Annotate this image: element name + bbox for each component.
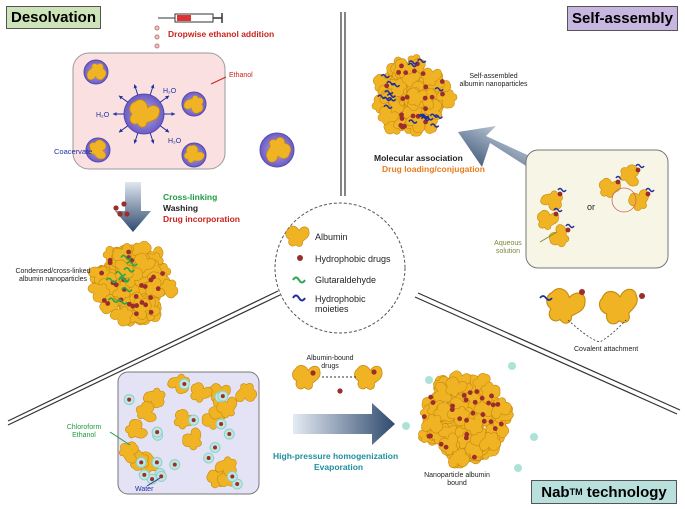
albumin-bound-line-1: Albumin-bound [306, 355, 354, 362]
label-dropwise: Dropwise ethanol addition [168, 29, 275, 39]
nab-process-arrow [293, 403, 395, 445]
title-nab-sup: TM [569, 487, 583, 497]
legend-icons [285, 225, 310, 302]
legend-hydrophobic-moieties: Hydrophobic moieties [315, 294, 366, 315]
title-desolvation-text: Desolvation [10, 9, 97, 26]
nab-product-line-2: bound [447, 480, 467, 488]
albumin-moiety-molecules [534, 163, 655, 251]
label-molecular-association: Molecular association [374, 153, 463, 163]
chloroform-text: Chloroform [66, 424, 102, 431]
chloroform-pointer [109, 431, 131, 446]
ethanol-pointer [210, 76, 227, 85]
coacervate-droplets [83, 59, 295, 168]
section-dividers [7, 12, 681, 426]
label-drug-loading: Drug loading/conjugation [382, 164, 485, 174]
aqueous-solution-box [525, 149, 669, 269]
label-coacervate: Coacervate [54, 147, 93, 156]
label-drug-incorporation: Drug incorporation [163, 214, 240, 224]
ethanol-text: Ethanol [72, 432, 96, 440]
central-coacervate [112, 84, 175, 144]
condensed-line-1: Condensed/cross-linked [15, 268, 91, 275]
label-washing: Washing [163, 203, 199, 213]
label-evaporation: Evaporation [314, 462, 364, 472]
self-assembled-line-1: Self-assembled [469, 73, 518, 80]
self-assembled-nanoparticle [368, 52, 461, 140]
aqueous-pointer [539, 231, 558, 243]
legend-glutaraldehyde: Glutaraldehyde [315, 275, 377, 285]
label-h2o-2: H₂O [96, 112, 110, 119]
crosslinked-nanoparticle [85, 239, 180, 330]
label-high-pressure-homogenization: High-pressure homogenization [273, 451, 399, 461]
nab-nanoparticle [415, 369, 516, 472]
aqueous-line-1: Aqueous [494, 240, 522, 247]
self-assembled-line-2: albumin nanoparticles [459, 81, 528, 89]
aqueous-line-2: solution [495, 248, 521, 256]
label-water: Water [135, 486, 154, 493]
label-or: or [587, 202, 596, 212]
water-pointer [146, 477, 161, 487]
label-ethanol-desolvation: Ethanol [229, 72, 253, 79]
self-assembly-arrow [458, 126, 534, 167]
solvent-droplets [402, 362, 538, 472]
emulsion-droplets [117, 369, 258, 491]
legend-albumin: Albumin [315, 232, 348, 242]
label-covalent-attachment: Covalent attachment [574, 346, 639, 353]
label-h2o-1: H₂O [163, 88, 177, 95]
label-cross-linking: Cross-linking [163, 192, 218, 202]
legend-hydrophobic-drugs: Hydrophobic drugs [315, 254, 391, 264]
label-h2o-3: H₂O [168, 138, 182, 145]
title-self-assembly-text: Self-assembly [572, 10, 673, 27]
drug-molecules-icon [113, 201, 130, 217]
syringe-icon [154, 13, 223, 49]
title-desolvation: Desolvation [6, 6, 101, 29]
covalent-attachment-molecules [539, 286, 645, 343]
title-nab-text: Nab [541, 483, 570, 501]
albumin-bound-line-2: drugs [321, 363, 339, 371]
title-self-assembly: Self-assembly [567, 6, 678, 31]
condensed-line-2: albumin nanoparticles [18, 276, 88, 284]
albumin-bound-drugs [292, 364, 383, 394]
title-nab-tail: technology [582, 483, 667, 501]
desolvation-down-arrow [115, 182, 151, 232]
nab-product-line-1: Nanoparticle albumin [424, 472, 490, 479]
